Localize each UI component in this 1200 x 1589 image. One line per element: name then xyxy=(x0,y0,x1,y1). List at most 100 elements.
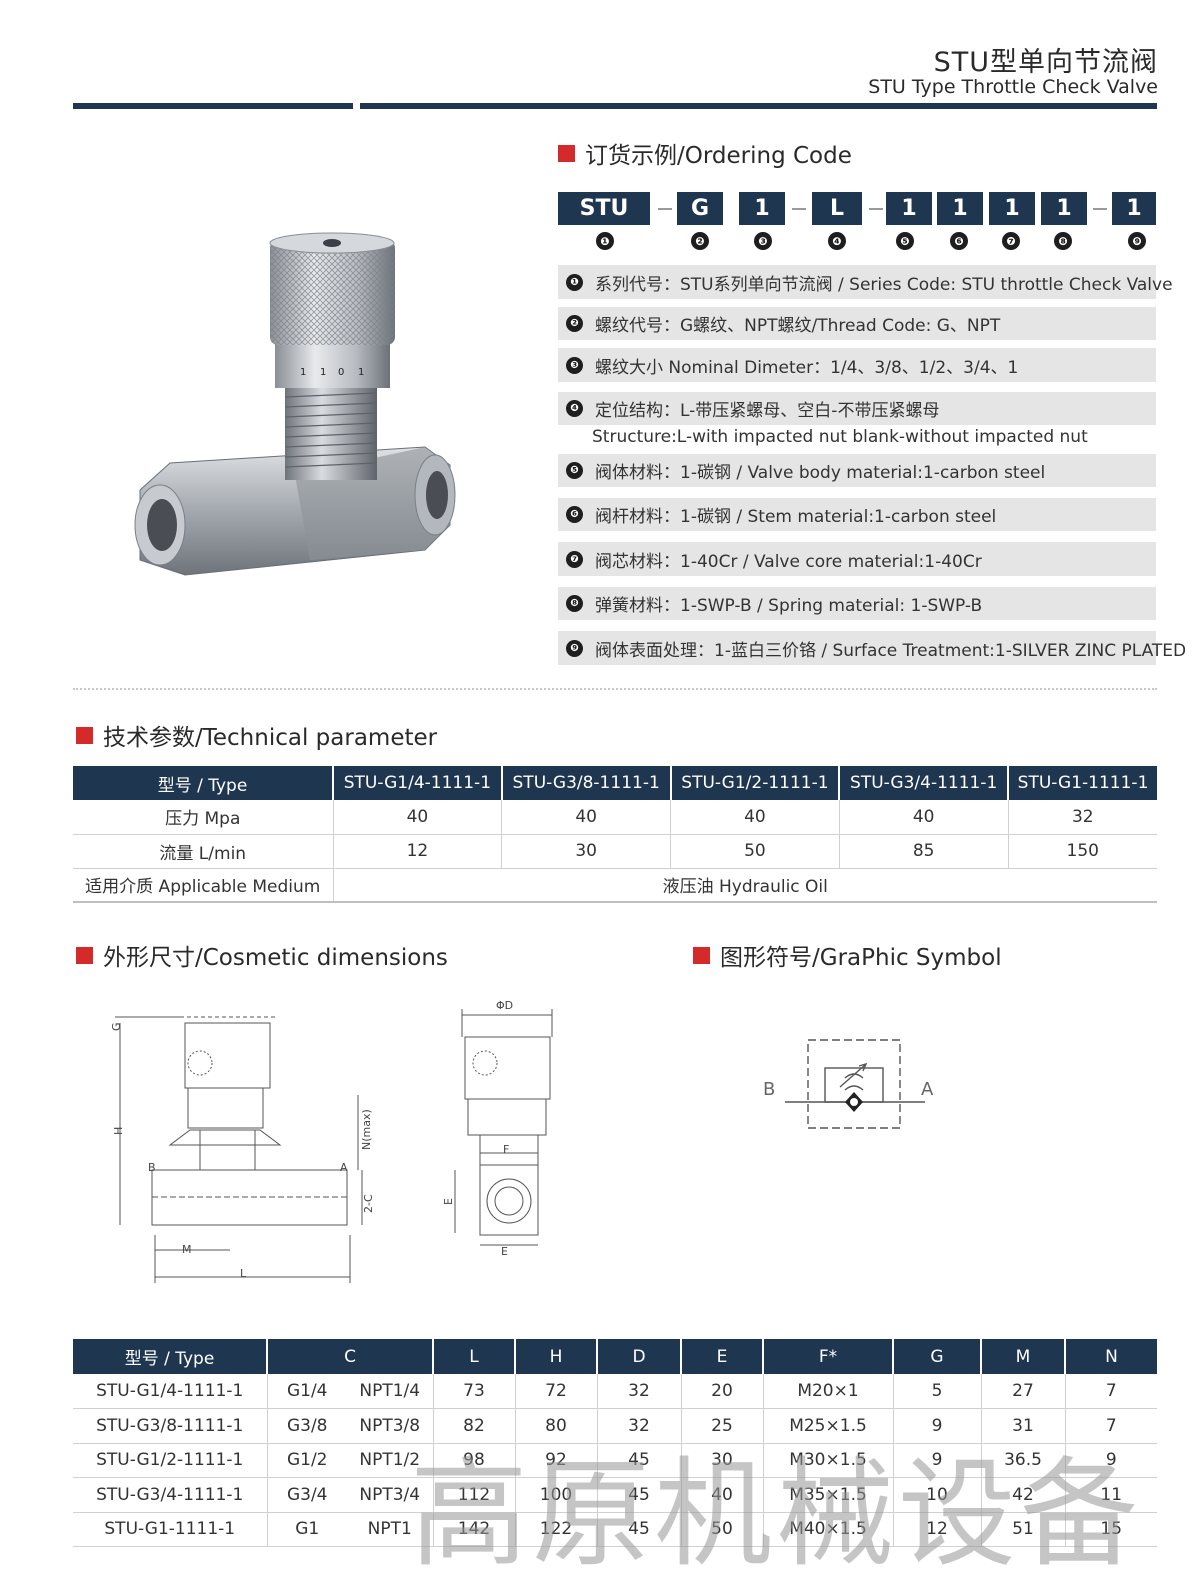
code-separator xyxy=(869,208,883,210)
svg-text:1: 1 xyxy=(300,367,306,378)
definition-number: ❺ xyxy=(566,462,583,479)
definition-text: 螺纹大小 Nominal Dimeter：1/4、3/8、1/2、3/4、1 xyxy=(595,357,1019,378)
table-cell: G1/2 xyxy=(267,1443,347,1478)
code-box-body: 1 xyxy=(886,192,932,225)
table-cell: NPT3/4 xyxy=(347,1477,434,1513)
table-row: STU-G3/4-1111-1 G3/4 NPT3/4 112 100 45 4… xyxy=(73,1477,1157,1513)
table-cell: M30×1.5 xyxy=(763,1443,894,1478)
table-cell: 40 xyxy=(333,800,503,835)
table-cell: 25 xyxy=(681,1408,764,1444)
table-cell: 142 xyxy=(433,1512,516,1547)
table-header-cell: STU-G3/8-1111-1 xyxy=(501,766,672,800)
table-cell: 150 xyxy=(1008,834,1157,869)
code-number-badge: ❼ xyxy=(1002,232,1020,250)
port-a-label: A xyxy=(921,1079,934,1100)
technical-heading: 技术参数/Technical parameter xyxy=(76,718,437,752)
technical-table: 型号 / Type STU-G1/4-1111-1 STU-G3/8-1111-… xyxy=(73,766,1157,903)
table-cell: NPT3/8 xyxy=(347,1408,434,1444)
technical-heading-text: 技术参数/Technical parameter xyxy=(103,725,438,751)
table-cell: 12 xyxy=(333,834,503,869)
definition-number: ❹ xyxy=(566,400,583,417)
table-cell: 40 xyxy=(501,800,672,835)
table-cell: 73 xyxy=(433,1374,516,1409)
table-cell: G1 xyxy=(267,1512,347,1547)
table-cell: STU-G1/2-1111-1 xyxy=(73,1443,268,1478)
symbol-heading: 图形符号/GraPhic Symbol xyxy=(693,938,1002,972)
table-header-cell: STU-G1-1111-1 xyxy=(1008,766,1157,800)
page-subtitle: STU Type Throttle Check Valve xyxy=(868,76,1158,98)
definition-text: 阀体表面处理：1-蓝白三价铬 / Surface Treatment:1-SIL… xyxy=(595,640,1187,661)
table-cell: NPT1/2 xyxy=(347,1443,434,1478)
dim-label-e: E xyxy=(501,1245,508,1258)
table-cell: G1/4 xyxy=(267,1374,347,1409)
table-cell: G3/8 xyxy=(267,1408,347,1444)
table-header-row: 型号 / Type STU-G1/4-1111-1 STU-G3/8-1111-… xyxy=(73,766,1157,800)
table-cell: 12 xyxy=(893,1512,982,1547)
svg-text:0: 0 xyxy=(338,367,344,378)
table-cell: 92 xyxy=(515,1443,598,1478)
graphic-symbol: B A xyxy=(763,1039,934,1129)
table-cell: STU-G3/8-1111-1 xyxy=(73,1408,268,1444)
table-header-cell: E xyxy=(681,1339,764,1374)
red-square-icon xyxy=(76,946,93,964)
table-cell: 40 xyxy=(670,800,840,835)
definition-text: 系列代号：STU系列单向节流阀 / Series Code: STU throt… xyxy=(595,274,1173,295)
ordering-code-row: STU G 1 L 1 1 1 1 1 xyxy=(558,192,1158,226)
red-square-icon xyxy=(558,144,575,162)
code-number-badge: ❶ xyxy=(596,232,614,250)
table-cell: 30 xyxy=(501,834,672,869)
definition-row: ❸ 螺纹大小 Nominal Dimeter：1/4、3/8、1/2、3/4、1 xyxy=(558,348,1156,382)
table-header-cell: 型号 / Type xyxy=(73,766,334,800)
table-cell: 82 xyxy=(433,1408,516,1444)
table-cell: 40 xyxy=(839,800,1009,835)
table-cell: 5 xyxy=(893,1374,982,1409)
code-number-badge: ❷ xyxy=(691,232,709,250)
table-cell: NPT1/4 xyxy=(347,1374,434,1409)
table-cell: 适用介质 Applicable Medium xyxy=(73,868,334,903)
code-number-badge: ❺ xyxy=(896,232,914,250)
definition-number: ❼ xyxy=(566,550,583,568)
table-row: STU-G3/8-1111-1 G3/8 NPT3/8 82 80 32 25 … xyxy=(73,1408,1157,1444)
table-header-cell: M xyxy=(981,1339,1066,1374)
code-number-badge: ❽ xyxy=(1054,232,1072,250)
table-cell: 80 xyxy=(515,1408,598,1444)
dim-label-n: N(max) xyxy=(360,1109,373,1150)
table-row: STU-G1-1111-1 G1 NPT1 142 122 45 50 M40×… xyxy=(73,1512,1157,1547)
table-cell: 31 xyxy=(981,1408,1066,1444)
red-square-icon xyxy=(693,946,710,964)
definition-text: 阀杆材料：1-碳钢 / Stem material:1-carbon steel xyxy=(595,507,997,527)
table-cell: 32 xyxy=(597,1374,682,1409)
definition-text: 螺纹代号：G螺纹、NPT螺纹/Thread Code: G、NPT xyxy=(595,316,1001,336)
table-row: 流量 L/min 12 30 50 85 150 xyxy=(73,834,1157,869)
table-cell: M40×1.5 xyxy=(763,1512,894,1547)
section-divider xyxy=(73,688,1157,690)
table-cell: STU-G1-1111-1 xyxy=(73,1512,268,1547)
table-cell: G3/4 xyxy=(267,1477,347,1513)
code-box-structure: L xyxy=(812,192,862,225)
table-cell: 20 xyxy=(681,1374,764,1409)
table-cell: 45 xyxy=(597,1443,682,1478)
definition-row: ❶ 系列代号：STU系列单向节流阀 / Series Code: STU thr… xyxy=(558,265,1173,299)
port-b-label: B xyxy=(763,1079,775,1100)
table-cell: 50 xyxy=(670,834,840,869)
dim-label-d: ΦD xyxy=(496,999,513,1012)
table-cell: 50 xyxy=(681,1512,764,1547)
code-separator xyxy=(1093,208,1107,210)
table-cell: M35×1.5 xyxy=(763,1477,894,1513)
table-cell: 流量 L/min xyxy=(73,834,334,869)
table-cell: M25×1.5 xyxy=(763,1408,894,1444)
table-cell: 9 xyxy=(893,1408,982,1444)
definition-number: ❾ xyxy=(566,639,583,657)
code-number-badge: ❸ xyxy=(754,232,772,250)
definition-text: 阀体材料：1-碳钢 / Valve body material:1-carbon… xyxy=(595,463,1046,483)
code-separator xyxy=(658,208,672,210)
definition-row: ❼ 阀芯材料：1-40Cr / Valve core material:1-40… xyxy=(558,542,1156,576)
definition-row: ❷ 螺纹代号：G螺纹、NPT螺纹/Thread Code: G、NPT xyxy=(558,307,1156,340)
definition-text: 弹簧材料：1-SWP-B / Spring material: 1-SWP-B xyxy=(595,596,983,616)
definition-row: ❻ 阀杆材料：1-碳钢 / Stem material:1-carbon ste… xyxy=(558,498,1156,531)
definition-subtext: Structure:L-with impacted nut blank-with… xyxy=(592,427,1088,447)
table-cell: STU-G3/4-1111-1 xyxy=(73,1477,268,1513)
dim-label-g: G xyxy=(110,1022,123,1031)
code-box-series: STU xyxy=(558,192,650,225)
code-box-core: 1 xyxy=(989,192,1035,225)
